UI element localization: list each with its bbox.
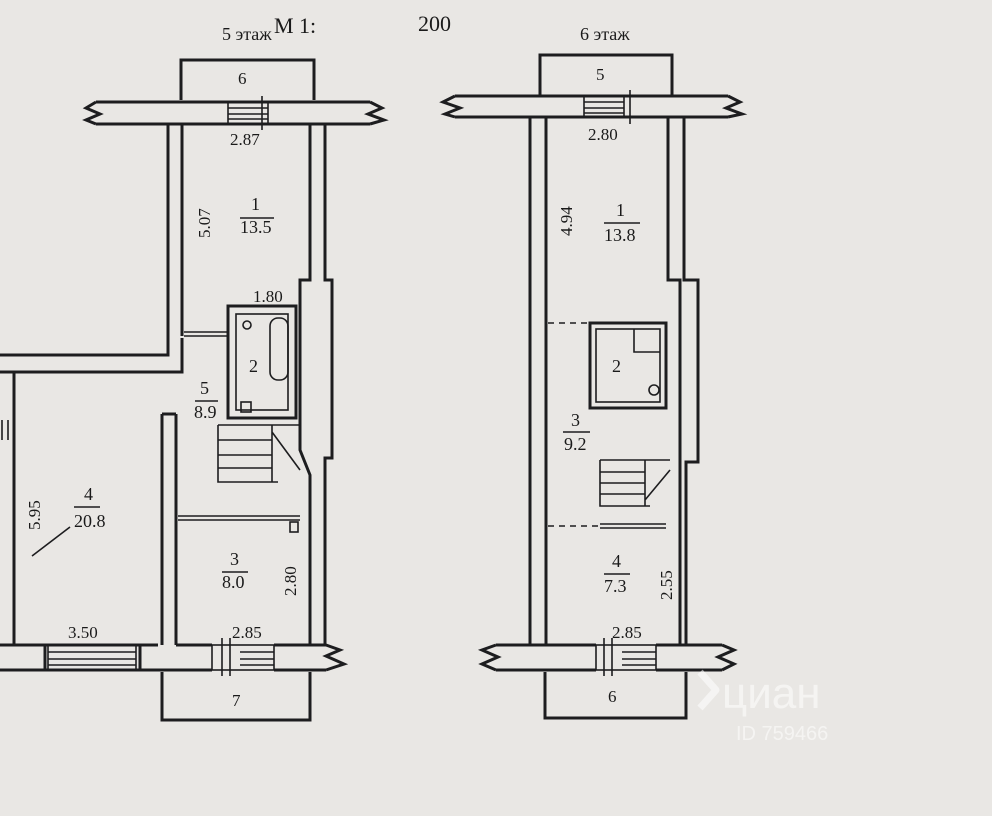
floor6-room1-number: 1 [616,200,625,220]
floor5-bottom-balcony [160,672,312,722]
floor6-stairs [599,459,671,507]
floor5-room1-area: 13.5 [240,217,272,237]
floor6-room3-area: 9.2 [564,434,587,454]
floor5-break-left [82,100,104,126]
floor5-stairs [217,424,301,483]
floor5-top-wall [96,100,370,126]
floor5-break-bottom [322,643,349,672]
floor5-room4-area: 20.8 [74,511,106,531]
floor6-break-bottom-right [714,643,738,672]
floor5-room3-left-wall [160,412,178,645]
floor6-top-window [583,95,625,118]
floor5-room1-height-dim: 5.07 [195,208,214,238]
floor5-bottom-right-dim: 2.85 [232,623,262,642]
floor6-room1-area: 13.8 [604,225,636,245]
floor6-break-left [439,94,465,119]
floor5-room4-number: 4 [84,484,93,504]
floor6-bottom-width-dim: 2.85 [612,623,642,642]
floor6-top-balcony-number: 5 [596,65,605,84]
scale-value: 200 [418,11,451,36]
floor5-room5-area: 8.9 [194,402,217,422]
floor6-room2-number: 2 [612,356,621,376]
floor5-bathtub [269,317,289,381]
floor5-bottom-wall [45,643,142,672]
floor6-top-width-dim: 2.80 [588,125,618,144]
floor6-break-right [721,94,748,119]
floor5-toilet [240,401,252,413]
floor5-room3-number: 3 [230,549,239,569]
floor5-plan: 6 2.87 5.07 1 13.5 1.80 2 5 8.9 5.95 4 2… [0,58,389,722]
watermark-brand: циан [722,669,821,718]
floor5-title: 5 этаж [222,24,272,44]
floor6-bathroom [588,321,668,410]
floor6-bottom-balcony [543,672,688,720]
floor5-room3-area: 8.0 [222,572,245,592]
floor6-room4-area: 7.3 [604,576,627,596]
floor5-bath-width-dim: 1.80 [253,287,283,306]
floor5-bathroom [226,304,298,420]
floor6-right-inner-wall [666,117,682,645]
floor6-room4-number: 4 [612,551,621,571]
floor5-sink [242,320,252,330]
floor5-right-inner-wall [298,124,312,645]
cian-logo-icon [697,669,720,711]
floor5-bottom-right-window [211,644,275,671]
floor5-top-balcony [179,58,316,100]
floor5-top-width-dim: 2.87 [230,130,260,149]
floor5-upper-left-wall [0,124,170,357]
floor5-break-right [363,100,389,126]
floor6-room3-number: 3 [571,410,580,430]
floor5-room2-number: 2 [249,356,258,376]
floor6-right-outer-wall [682,117,700,645]
floor5-room3-height-dim: 2.80 [281,566,300,596]
floor5-room5-number: 5 [200,378,209,398]
floor5-room3-partition [178,515,300,521]
floor5-room4-height-dim: 5.95 [25,500,44,530]
scale-prefix: М 1: [274,13,316,38]
floor5-bottom-left-window [47,644,137,671]
floor6-left-wall [528,117,548,645]
watermark-id: ID 759466 [736,723,828,745]
floor5-bottom-left-dim: 3.50 [68,623,98,642]
floor5-bath-partition [184,331,228,337]
floor6-break-bottom-left [477,643,502,672]
floor6-title: 6 этаж [580,24,630,44]
floor5-top-window [227,101,269,125]
floor6-top-balcony [538,53,674,95]
floor6-plan: 5 2.80 4.94 1 13.8 2 3 9.2 4 7.3 2.55 2.… [439,53,748,720]
floor6-bottom-balcony-number: 6 [608,687,617,706]
floor5-top-balcony-number: 6 [238,69,247,88]
floor5-right-outer-wall [323,124,334,645]
floor6-room4-height-dim: 2.55 [657,570,676,600]
floor6-room1-height-dim: 4.94 [557,206,576,236]
floor5-bottom-balcony-number: 7 [232,691,241,710]
floor6-bottom-window [595,644,657,671]
floor6-top-wall [455,94,728,119]
floor6-toilet [648,384,660,396]
floor5-room1-number: 1 [251,194,260,214]
watermark: циан ID 759466 [697,669,828,745]
